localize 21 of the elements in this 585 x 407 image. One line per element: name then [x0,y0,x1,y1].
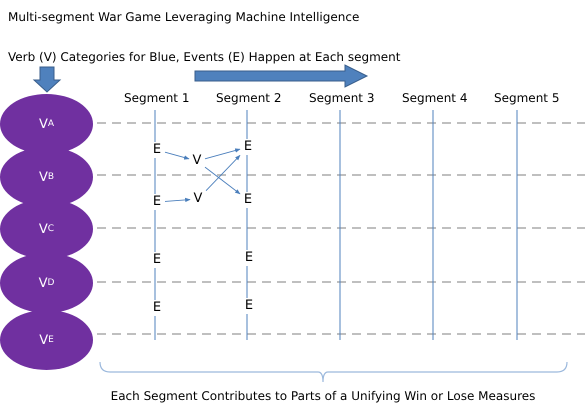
arrow [164,152,190,160]
segment-label: Segment 1 [124,91,190,106]
segment-label: Segment 5 [494,91,560,106]
caption: Each Segment Contributes to Parts of a Unifying Win or Lose Measures [110,389,536,404]
segment-label: Segment 2 [216,91,282,106]
arrow [164,198,191,202]
node-letter: E [242,139,254,155]
subtitle: Verb (V) Categories for Blue, Events (E) Happen at Each segment [8,50,400,65]
node-letter: E [151,252,163,268]
node-letter: E [151,300,163,316]
segment-label: Segment 3 [309,91,374,106]
segment-label: Segment 4 [402,91,468,106]
node-letter: E [243,250,255,266]
arrow [204,148,241,160]
node-letter: E [242,192,254,208]
title: Multi-segment War Game Leveraging Machine Intelligence [8,10,360,25]
arrow [204,166,240,194]
arrow [206,154,240,192]
node-letter: E [243,298,255,314]
node-letter: E [151,142,163,158]
node-letter: E [151,194,163,210]
